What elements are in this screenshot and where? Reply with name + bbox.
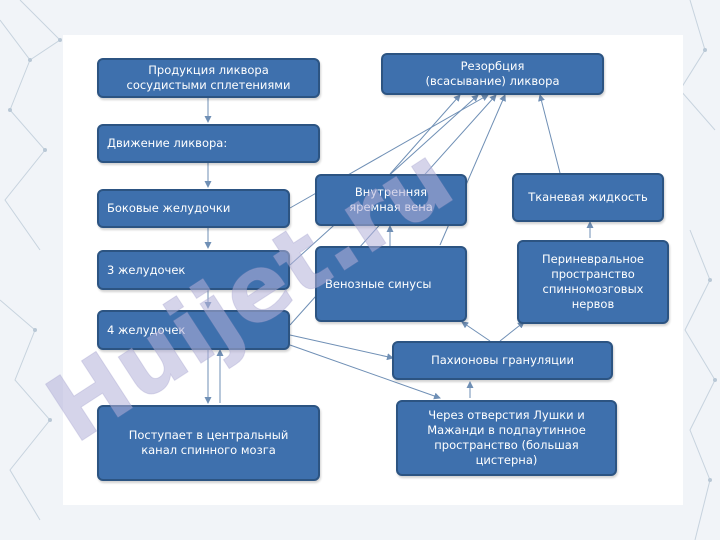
node-pachion-granulations-text: Пахионовы грануляции — [431, 353, 574, 367]
node-internal-jugular-vein: Внутренняя яремная вена — [315, 174, 467, 226]
node-central-canal: Поступает в центральный канал спинного м… — [97, 405, 320, 481]
node-fourth-ventricle-text: 4 желудочек — [107, 322, 186, 337]
node-luschka-magendie-text: Через отверстия Лушки и Мажанди в подпау… — [427, 408, 586, 467]
node-third-ventricle: 3 желудочек — [97, 250, 290, 290]
node-pachion-granulations: Пахионовы грануляции — [392, 341, 613, 380]
node-venous-sinuses-text: Венозные синусы — [325, 276, 432, 291]
node-tissue-fluid-text: Тканевая жидкость — [528, 190, 648, 204]
node-movement: Движение ликвора: — [97, 124, 320, 163]
node-fourth-ventricle: 4 желудочек — [97, 310, 290, 350]
node-internal-jugular-vein-text: Внутренняя яремная вена — [349, 185, 433, 214]
node-production: Продукция ликвора сосудистыми сплетениям… — [97, 58, 320, 98]
node-lateral-ventricles: Боковые желудочки — [97, 189, 290, 228]
node-perineural-space-text: Периневральное пространство спинномозгов… — [542, 252, 644, 311]
node-third-ventricle-text: 3 желудочек — [107, 262, 186, 277]
node-lateral-ventricles-text: Боковые желудочки — [107, 201, 231, 215]
node-tissue-fluid: Тканевая жидкость — [512, 173, 664, 222]
node-resorption: Резорбция (всасывание) ликвора — [381, 53, 604, 95]
node-resorption-text: Резорбция (всасывание) ликвора — [425, 59, 560, 88]
node-venous-sinuses: Венозные синусы — [315, 246, 467, 322]
node-luschka-magendie: Через отверстия Лушки и Мажанди в подпау… — [396, 400, 617, 476]
node-production-text: Продукция ликвора сосудистыми сплетениям… — [126, 63, 291, 92]
node-perineural-space: Периневральное пространство спинномозгов… — [517, 240, 669, 324]
node-central-canal-text: Поступает в центральный канал спинного м… — [128, 428, 289, 457]
node-movement-text: Движение ликвора: — [107, 136, 228, 150]
